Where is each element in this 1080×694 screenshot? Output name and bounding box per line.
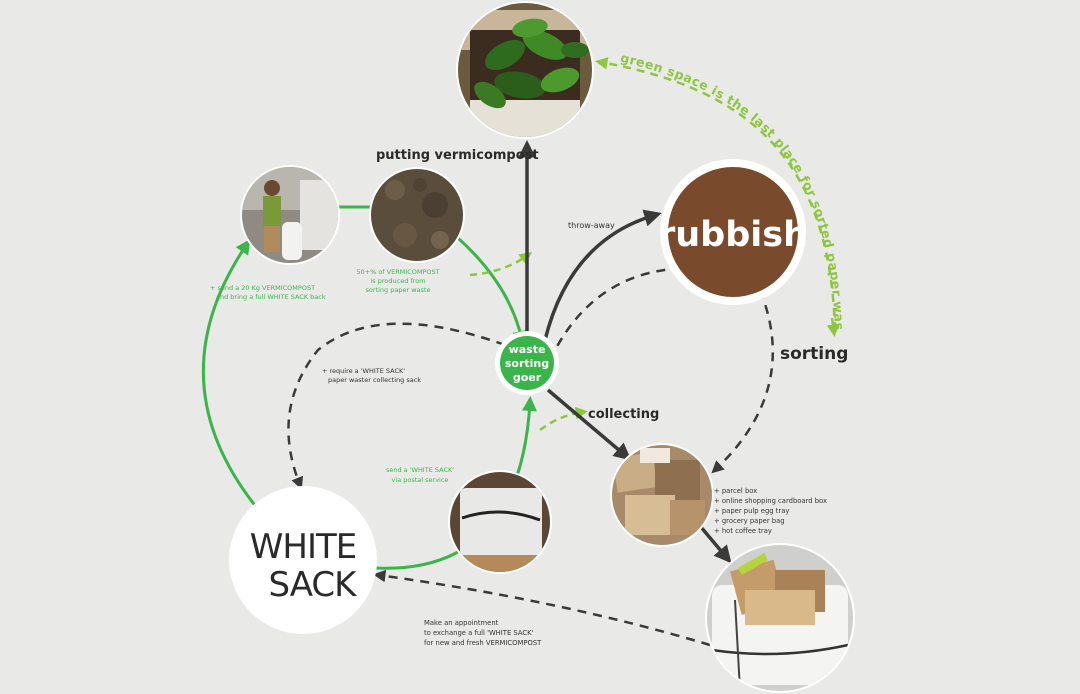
arrow-goer-to-boxes — [546, 388, 632, 461]
note-vermicompost-percent-1: 50+% of VERMICOMPOST — [356, 268, 439, 276]
plant-photo — [456, 1, 594, 139]
dashed-green-arrow-upper — [469, 252, 533, 277]
waste-sorting-goer-node: waste sorting goer — [495, 331, 559, 395]
full-bag-photo — [705, 543, 855, 693]
note-require-sack-2: paper waster collecting sack — [328, 376, 421, 384]
note-appointment: Make an appointment to exchange a full '… — [424, 619, 542, 647]
sack-in-box-photo — [448, 470, 552, 574]
white-sack-node: WHITE SACK — [229, 486, 377, 634]
paper-item-5: + hot coffee tray — [714, 527, 772, 535]
dashed-arc-down-arrow — [826, 317, 840, 337]
dashed-goer-to-sack — [287, 322, 506, 490]
collecting-label: collecting — [588, 407, 659, 422]
sorting-label: sorting — [780, 344, 848, 364]
note-require-sack: + require a 'WHITE SACK' paper waster co… — [322, 367, 421, 384]
note-appointment-2: to exchange a full 'WHITE SACK' — [424, 629, 534, 637]
note-vermicompost-percent-3: sorting paper waste — [366, 286, 431, 294]
note-send-vermicompost: + send a 20 Kg VERMICOMPOST and bring a … — [210, 284, 326, 301]
arrow-goer-to-rubbish — [543, 209, 662, 341]
goer-line-1: waste — [509, 343, 546, 356]
rubbish-node: rubbish — [658, 159, 808, 305]
note-vermicompost-percent: 50+% of VERMICOMPOST is produced from so… — [356, 268, 439, 294]
dashed-green-space-arc — [595, 57, 837, 331]
person-photo — [240, 165, 340, 265]
dashed-green-arrow-lower — [539, 406, 588, 432]
note-send-sack-2: via postal service — [392, 476, 449, 484]
note-paper-items: + parcel box + online shopping cardboard… — [714, 487, 827, 535]
note-send-sack-1: send a 'WHITE SACK' — [386, 466, 454, 474]
cardboard-photo — [610, 443, 714, 547]
goer-line-3: goer — [513, 371, 542, 384]
vermicompost-photo — [369, 167, 465, 263]
note-require-sack-1: + require a 'WHITE SACK' — [322, 367, 405, 375]
note-send-sack: send a 'WHITE SACK' via postal service — [386, 466, 454, 484]
goer-line-2: sorting — [505, 357, 549, 370]
white-sack-line-2: SACK — [269, 565, 359, 605]
dashed-bag-to-sack — [373, 569, 711, 647]
paper-item-4: + grocery paper bag — [714, 517, 785, 525]
note-vermicompost-percent-2: is produced from — [370, 277, 425, 285]
note-appointment-1: Make an appointment — [424, 619, 499, 627]
paper-item-1: + parcel box — [714, 487, 757, 495]
paper-item-3: + paper pulp egg tray — [714, 507, 789, 515]
note-appointment-3: for new and fresh VERMICOMPOST — [424, 639, 542, 647]
note-send-vermicompost-2: and bring a full WHITE SACK back — [216, 293, 326, 301]
note-send-vermicompost-1: + send a 20 Kg VERMICOMPOST — [210, 284, 315, 292]
rubbish-label: rubbish — [658, 215, 808, 255]
white-sack-line-1: WHITE — [250, 527, 356, 567]
arrow-sack-to-person — [202, 239, 259, 509]
paper-item-2: + online shopping cardboard box — [714, 497, 827, 505]
putting-vermicompost-label: putting vermicompost — [376, 148, 539, 163]
arrow-vermicompost-to-goer — [456, 236, 528, 346]
throw-away-label: throw-away — [568, 221, 615, 230]
dashed-rubbish-to-boxes — [711, 289, 775, 474]
